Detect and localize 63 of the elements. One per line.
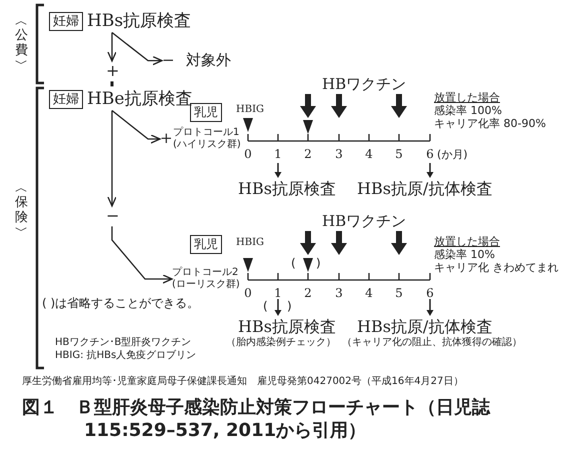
month-number: 2 [304,287,312,301]
figure-caption: 図１ Ｂ型肝炎母子感染防止対策フローチャート（日児誌115:529–537, 2011から引用） [22,396,492,443]
role-tag: 妊婦 [49,12,83,32]
protocol-label: (ハイリスク群) [173,139,241,151]
role-tag: 乳児 [190,103,222,122]
footnote: HBIG: 抗HBs人免疫グロブリン [55,350,196,362]
vaccine-label: HBワクチン [322,213,406,230]
note-text: キャリア化 きわめてまれ [434,262,558,275]
connector-line [110,81,114,89]
test-note: （胎内感染例チェック） [226,337,336,348]
vaccine-label: HBワクチン [322,76,406,94]
month-number: 6 [426,287,434,301]
note-text: 感染率 10% [434,249,495,262]
unit-label: (か月) [437,149,468,162]
test-label: HBs抗原/抗体検査 [357,180,492,198]
month-number: 4 [365,287,373,301]
month-number: 2 [304,148,312,162]
protocol-label: プロトコール2 [172,267,240,279]
note-heading: 放置した場合 [434,236,500,248]
hbig-label: HBIG [236,237,264,248]
note-text: キャリア化率 80-90% [434,118,546,131]
note-text: 感染率 100% [434,105,502,118]
protocol-label: プロトコール1 [173,127,240,139]
month-number: 0 [244,287,252,301]
result-label: 対象外 [186,52,231,70]
arrow [112,32,163,66]
month-number: 3 [335,287,343,301]
footnote: HBワクチン･B型肝炎ワクチン [55,337,192,348]
protocol-label: (ローリスク群) [172,279,240,291]
minus-sign: − [106,207,118,226]
month-number: 4 [365,148,373,162]
parenthesis: ( [263,300,268,314]
month-number: 1 [274,148,282,162]
arrow [111,226,173,284]
plus-sign: + [160,130,170,148]
step-label: HBs抗原検査 [87,12,192,32]
step-label: HBe抗原検査 [87,90,192,110]
arrow [112,110,161,144]
test-label: HBs抗原/抗体検査 [357,318,492,336]
month-number: 0 [244,148,252,162]
minus-sign: − [162,52,172,70]
side-label: ︿公費﹀ [15,15,28,72]
side-label: ︿保険﹀ [15,182,28,240]
test-label: HBs抗原検査 [238,180,336,198]
note-text: ( )は省略することができる。 [42,297,200,311]
arrow [107,110,117,207]
month-number: 1 [274,287,282,301]
arrow [107,32,117,62]
plus-sign: + [106,62,118,80]
parenthesis: ) [316,257,321,271]
test-note: （キャリア化の阻止、抗体獲得の確認） [342,337,522,348]
month-number: 6 [426,148,434,162]
parenthesis: ( [291,257,296,271]
parenthesis: ) [287,300,292,314]
hbig-label: HBIG [236,104,264,116]
role-tag: 妊婦 [49,90,83,110]
month-number: 5 [395,148,403,162]
month-number: 3 [335,148,343,162]
source-note: 厚生労働省雇用均等･児童家庭局母子保健課長通知 雇児母発第0427002号（平成16年4月27日） [22,376,464,388]
note-heading: 放置した場合 [434,92,500,104]
month-number: 5 [395,287,403,301]
test-label: HBs抗原検査 [238,318,336,336]
role-tag: 乳児 [190,235,222,254]
